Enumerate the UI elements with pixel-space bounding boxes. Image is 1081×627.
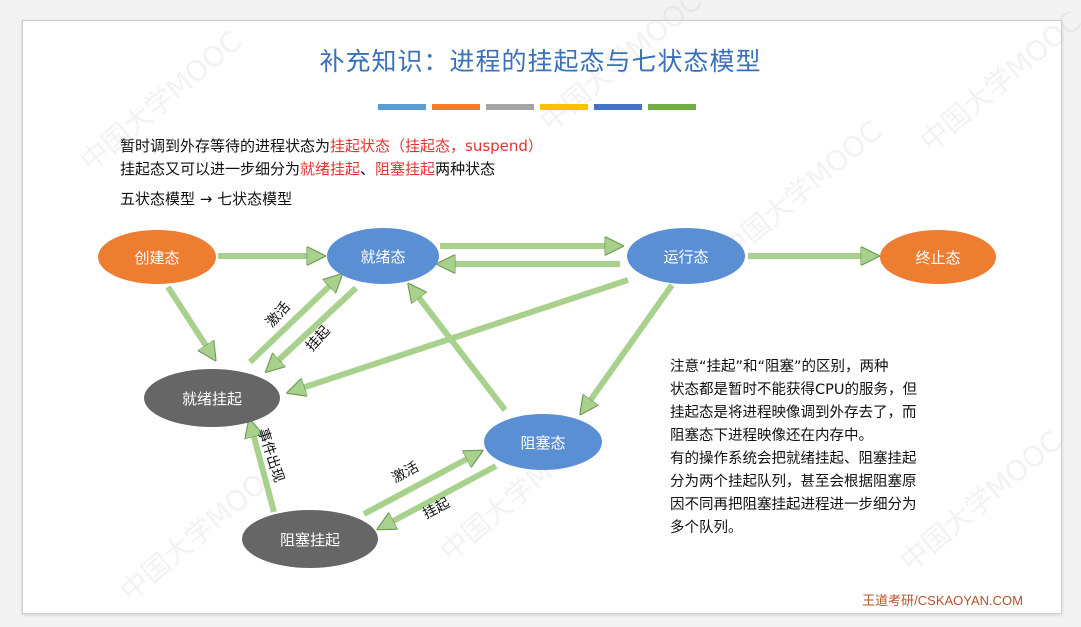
edge-label-suspend: 挂起 [303,323,334,355]
highlight-text: 阻塞挂起 [375,160,436,178]
arrow-blocked-suspend-to-blocked [362,449,480,517]
intro-text: 挂起态又可以进一步细分为 [120,160,301,178]
state-node-blocked-suspend: 阻塞挂起 [242,510,378,568]
color-bar-segment [486,104,534,110]
state-node-terminated: 终止态 [880,230,996,284]
note-line: 分为两个挂起队列，甚至会根据阻塞原 [670,474,917,490]
arrow-blocked-to-blocked-suspend [380,463,498,531]
note-line: 挂起态是将进程映像调到外存去了，而 [670,405,917,421]
arrow-ready-suspend-to-ready [247,276,340,365]
state-node-running: 运行态 [627,228,745,284]
intro-line-1: 暂时调到外存等待的进程状态为挂起状态（挂起态，suspend） [120,135,543,156]
note-line: 阻塞态下进程映像还在内存中。 [670,428,873,444]
note-line: 多个队列。 [670,520,743,536]
state-node-blocked: 阻塞态 [484,414,602,470]
intro-text: 暂时调到外存等待的进程状态为 [120,137,331,155]
note-line: 因不同再把阻塞挂起进程进一步细分为 [670,497,917,513]
color-bar-segment [378,104,426,110]
note-line: 注意“挂起”和“阻塞”的区别，两种 [670,359,889,375]
arrow-create-to-ready-suspend [165,285,214,358]
highlight-text: 挂起状态（挂起态，suspend） [330,137,543,155]
arrow-blocked-suspend-to-ready-suspend [250,422,277,513]
arrow-running-to-ready-suspend [290,277,629,392]
state-node-create: 创建态 [98,230,216,284]
note-line: 有的操作系统会把就绪挂起、阻塞挂起 [670,451,917,467]
arrow-blocked-to-ready [410,286,508,412]
arrow-ready-to-ready-suspend [268,285,359,370]
arrow-running-to-blocked [582,283,675,412]
note-paragraph: 注意“挂起”和“阻塞”的区别，两种 状态都是暂时不能获得CPU的服务，但 挂起态… [670,356,1010,540]
color-bar-segment [648,104,696,110]
slide-title: 补充知识：进程的挂起态与七状态模型 [319,47,762,76]
intro-text: 两种状态 [435,160,496,178]
edge-label-activate-2: 激活 [389,458,422,486]
title-color-bar [378,104,696,110]
edge-label-suspend-2: 挂起 [420,495,452,522]
intro-line-3: 五状态模型 → 七状态模型 [120,190,293,208]
color-bar-segment [432,104,480,110]
color-bar-segment [540,104,588,110]
note-line: 状态都是暂时不能获得CPU的服务，但 [670,382,917,398]
color-bar-segment [594,104,642,110]
state-node-ready: 就绪态 [327,228,439,284]
intro-line-2: 挂起态又可以进一步细分为就绪挂起、阻塞挂起两种状态 [120,158,495,179]
slide [22,20,1062,614]
state-node-ready-suspend: 就绪挂起 [144,369,280,427]
footer-brand: 王道考研/CSKAOYAN.COM [862,593,1023,608]
highlight-text: 就绪挂起 [300,160,361,178]
intro-text: 、 [360,160,376,178]
